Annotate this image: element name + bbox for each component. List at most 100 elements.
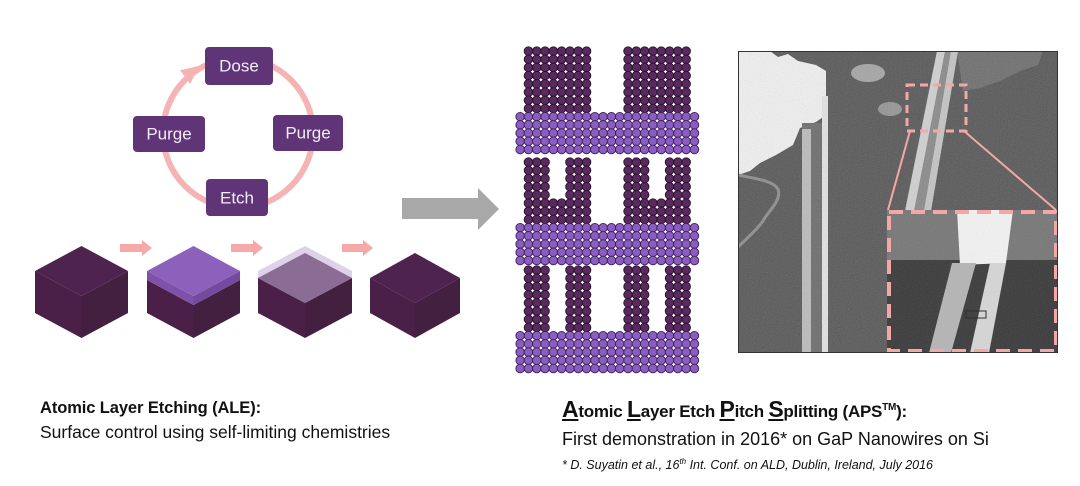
pillar-atom	[631, 298, 642, 308]
pillar-atom	[523, 95, 534, 106]
pillar-atom	[631, 70, 642, 81]
pillar-atom	[664, 206, 675, 217]
pillar-atom	[540, 289, 550, 300]
pillar-atom	[532, 79, 542, 89]
substrate-atom	[532, 247, 542, 258]
pillar-atom	[532, 273, 542, 284]
substrate-atom	[532, 330, 542, 341]
pillar-atom	[532, 95, 542, 106]
substrate-atom	[581, 111, 592, 122]
pillar-atom	[673, 157, 683, 167]
pillar-atom	[648, 54, 658, 65]
pillar-atom	[556, 198, 567, 208]
substrate-atom	[639, 330, 650, 341]
pillar-atom	[656, 198, 667, 208]
substrate-atom	[673, 330, 683, 341]
substrate-atom	[523, 111, 534, 122]
substrate-atom	[631, 120, 642, 130]
substrate-atom	[523, 120, 534, 130]
substrate-atom	[581, 339, 592, 349]
pillar-atom	[639, 70, 650, 81]
pillar-atom	[631, 95, 642, 106]
substrate-atom	[606, 239, 617, 249]
pillar-atom	[581, 87, 592, 97]
pillar-atom	[540, 306, 550, 316]
substrate-atom	[623, 339, 633, 349]
pillar-atom	[565, 95, 575, 106]
zoom-connector-line	[887, 130, 911, 211]
substrate-atom	[590, 363, 600, 374]
substrate-atom	[664, 355, 675, 366]
substrate-atom	[689, 144, 700, 155]
substrate-atom	[573, 330, 584, 341]
pillar-atom	[631, 87, 642, 97]
substrate-atom	[664, 128, 675, 138]
aps-word-rest: ayer Etch	[640, 402, 720, 421]
pillar-atom	[656, 87, 667, 97]
pillar-atom	[556, 95, 567, 106]
substrate-atom	[590, 347, 600, 357]
substrate-atom	[515, 144, 525, 155]
pillar-atom	[673, 181, 683, 192]
pillar-atom	[681, 273, 691, 284]
substrate-atom	[532, 111, 542, 122]
pillar-atom	[639, 54, 650, 65]
pillar-atom	[681, 265, 691, 275]
pillar-atom	[656, 46, 667, 56]
pillar-atom	[532, 46, 542, 56]
substrate-atom	[556, 355, 567, 366]
pillar-atom	[540, 273, 550, 284]
substrate-atom	[548, 255, 559, 266]
substrate-atom	[590, 239, 600, 249]
substrate-atom	[606, 111, 617, 122]
pillar-atom	[532, 198, 542, 208]
pillar-atom	[532, 322, 542, 333]
substrate-atom	[540, 231, 550, 241]
substrate-atom	[532, 363, 542, 374]
substrate-atom	[565, 339, 575, 349]
pillar-atom	[565, 54, 575, 65]
pillar-atom	[648, 198, 658, 208]
pillar-atom	[573, 289, 584, 300]
pillar-atom	[681, 289, 691, 300]
pillar-atom	[673, 79, 683, 89]
substrate-atom	[515, 222, 525, 233]
pillar-atom	[565, 70, 575, 81]
pillar-atom	[581, 70, 592, 81]
pillar-atom	[681, 298, 691, 308]
pillar-atom	[681, 70, 691, 81]
pillar-atom	[623, 298, 633, 308]
substrate-atom	[515, 339, 525, 349]
substrate-atom	[556, 222, 567, 233]
pillar-atom	[623, 165, 633, 176]
pillar-atom	[673, 265, 683, 275]
substrate-atom	[681, 144, 691, 155]
pillar-atom	[523, 79, 534, 89]
substrate-atom	[673, 363, 683, 374]
substrate-atom	[548, 222, 559, 233]
pillar-atom	[631, 190, 642, 200]
pillar-atom	[548, 54, 559, 65]
substrate-atom	[673, 239, 683, 249]
substrate-atom	[598, 239, 608, 249]
pillar-atom	[681, 281, 691, 292]
substrate-atom	[598, 222, 608, 233]
pillar-atom	[623, 54, 633, 65]
substrate-atom	[606, 330, 617, 341]
zoom-region-box	[905, 83, 968, 133]
substrate-atom	[523, 136, 534, 147]
pillar-atom	[540, 173, 550, 184]
substrate-atom	[598, 355, 608, 366]
pillar-atom	[573, 95, 584, 106]
pillar-atom	[548, 87, 559, 97]
substrate-atom	[540, 330, 550, 341]
substrate-atom	[598, 231, 608, 241]
pillar-atom	[648, 46, 658, 56]
substrate-atom	[681, 339, 691, 349]
pillar-atom	[631, 265, 642, 275]
substrate-atom	[648, 347, 658, 357]
substrate-atom	[590, 355, 600, 366]
pillar-atom	[565, 173, 575, 184]
pillar-atom	[664, 314, 675, 325]
substrate-atom	[648, 247, 658, 258]
